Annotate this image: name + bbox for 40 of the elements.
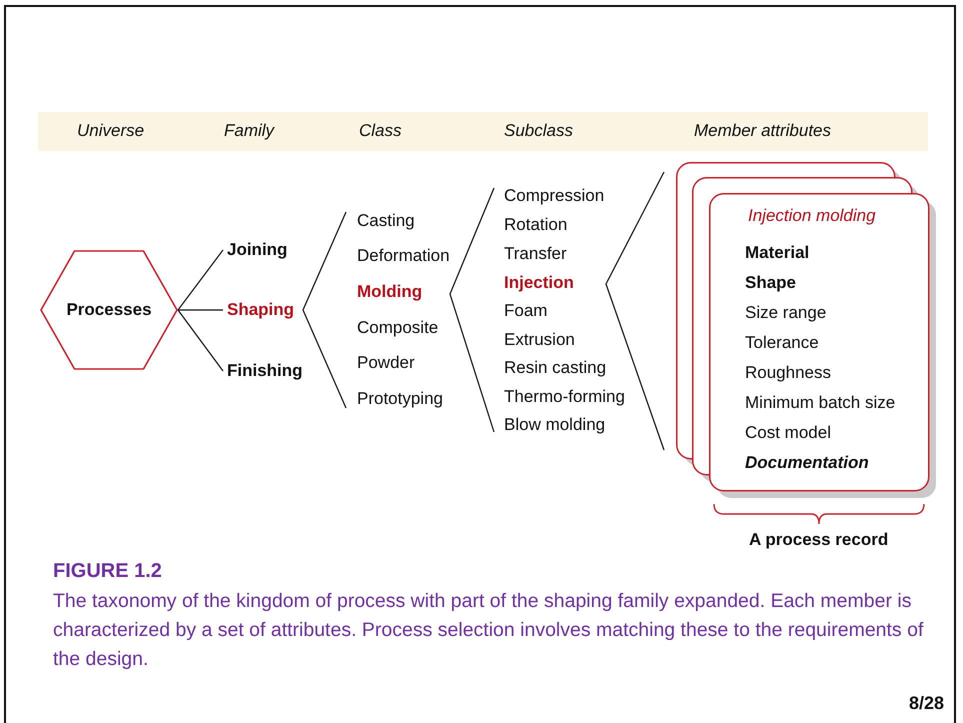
- attribute-item: Size range: [745, 303, 826, 324]
- taxonomy-item: Molding: [357, 282, 422, 302]
- taxonomy-item: Powder: [357, 353, 415, 373]
- column-heading: Subclass: [504, 121, 573, 141]
- taxonomy-item: Foam: [504, 301, 548, 321]
- category-label: Finishing: [227, 361, 303, 381]
- column-heading: Member attributes: [694, 121, 831, 141]
- connector-line: [178, 310, 224, 372]
- attribute-item: Documentation: [745, 453, 869, 474]
- taxonomy-item: Prototyping: [357, 389, 443, 409]
- category-label: Shaping: [227, 300, 294, 320]
- category-label: Joining: [227, 240, 288, 260]
- column-heading: Class: [359, 121, 402, 141]
- taxonomy-item: Resin casting: [504, 358, 606, 378]
- taxonomy-item: Transfer: [504, 244, 567, 264]
- taxonomy-item: Deformation: [357, 246, 450, 266]
- connector-line: [178, 309, 223, 311]
- attribute-item: Cost model: [745, 423, 831, 444]
- taxonomy-item: Casting: [357, 211, 415, 231]
- attribute-item: Tolerance: [745, 333, 819, 354]
- figure-number: FIGURE 1.2: [53, 559, 162, 583]
- attribute-item: Roughness: [745, 363, 832, 384]
- taxonomy-item: Injection: [504, 273, 574, 293]
- attribute-item: Minimum batch size: [745, 393, 896, 414]
- taxonomy-item: Rotation: [504, 215, 568, 235]
- taxonomy-item: Blow molding: [504, 415, 606, 435]
- taxonomy-item: Extrusion: [504, 330, 575, 350]
- node-label: Processes: [65, 300, 153, 320]
- taxonomy-item: Thermo-forming: [504, 387, 625, 407]
- taxonomy-item: Compression: [504, 186, 604, 206]
- card-title: Injection molding: [748, 206, 876, 227]
- connector-line: [178, 250, 224, 310]
- attribute-item: Shape: [745, 273, 796, 294]
- page-number: 8/28: [909, 693, 944, 713]
- column-heading: Universe: [77, 121, 144, 141]
- column-heading: Family: [224, 121, 274, 141]
- brace-caption: A process record: [749, 530, 888, 550]
- figure-caption: The taxonomy of the kingdom of process with part of the shaping family expanded. Each member is characterized by a set of attributes. Process selection involves matching these to the requirements of the design.: [53, 589, 924, 672]
- taxonomy-item: Composite: [357, 318, 438, 338]
- attribute-item: Material: [745, 243, 810, 264]
